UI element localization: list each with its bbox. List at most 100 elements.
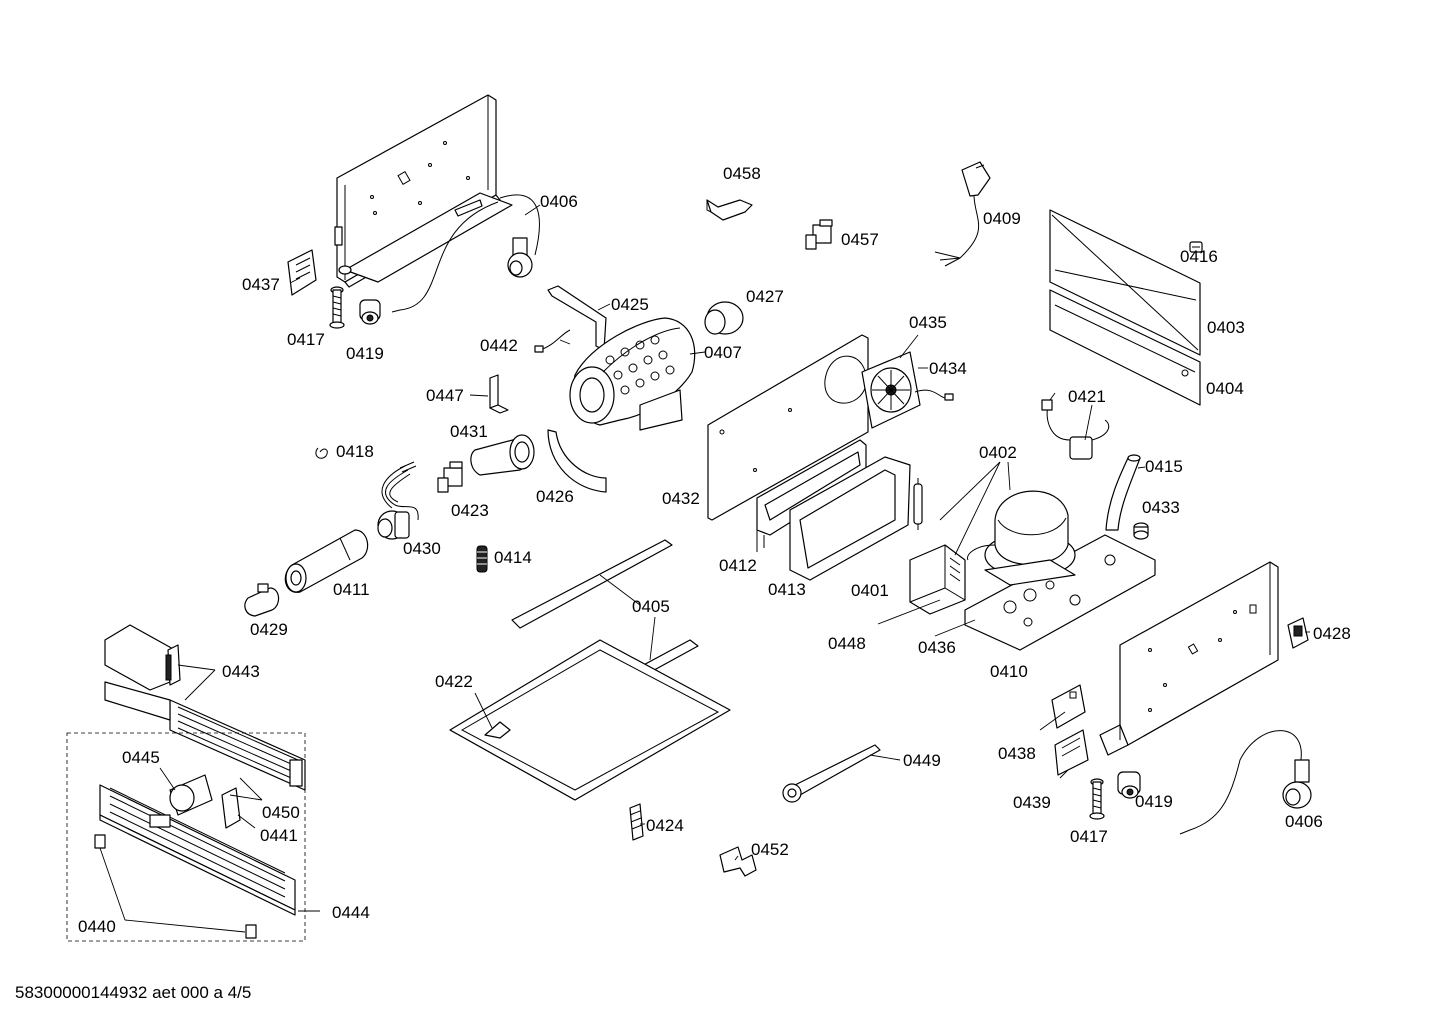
label-0421: 0421 (1068, 387, 1106, 406)
part-0449 (782, 744, 881, 803)
label-0443: 0443 (222, 662, 260, 681)
cable-0406-top (391, 194, 540, 313)
part-0419-top (359, 299, 381, 325)
part-0428 (1287, 617, 1309, 649)
subassembly-outline (66, 732, 306, 942)
label-0441: 0441 (260, 826, 298, 845)
label-0410: 0410 (990, 662, 1028, 681)
label-0412: 0412 (719, 556, 757, 575)
label-0403: 0403 (1207, 318, 1245, 337)
label-0433: 0433 (1142, 498, 1180, 517)
label-0427: 0427 (746, 287, 784, 306)
label-0447: 0447 (426, 386, 464, 405)
label-0411: 0411 (333, 580, 370, 599)
part-0418 (315, 447, 328, 459)
label-0436: 0436 (918, 638, 956, 657)
cable-0406-bottom (1179, 730, 1312, 835)
part-0437 (287, 249, 317, 296)
label-0438: 0438 (998, 744, 1036, 763)
part-0433 (1133, 522, 1149, 540)
label-0425: 0425 (611, 295, 649, 314)
label-0445: 0445 (122, 748, 160, 767)
leader-lines (99, 204, 1310, 933)
part-0407 (569, 317, 696, 431)
bracket-panel-top-left (334, 94, 513, 288)
label-0430: 0430 (403, 539, 441, 558)
label-0439: 0439 (1013, 793, 1051, 812)
label-0405: 0405 (632, 597, 670, 616)
label-0409: 0409 (983, 209, 1021, 228)
label-0401: 0401 (851, 581, 889, 600)
wire-harness (381, 461, 419, 521)
label-0422: 0422 (435, 672, 473, 691)
label-0452: 0452 (751, 840, 789, 859)
part-0434 (914, 389, 954, 401)
part-0439 (1054, 729, 1089, 776)
part-0458 (706, 199, 753, 221)
label-0415: 0415 (1145, 457, 1183, 476)
label-0419-top: 0419 (346, 344, 384, 363)
label-0440: 0440 (78, 917, 116, 936)
part-0411 (284, 529, 369, 593)
part-0452 (719, 846, 757, 877)
part-0424 (629, 803, 644, 841)
part-0403 (1049, 209, 1201, 356)
label-0458: 0458 (723, 164, 761, 183)
part-labels: 0458 0406 0457 0409 0416 0437 0427 0425 … (78, 164, 1351, 936)
label-0418: 0418 (336, 442, 374, 461)
part-0429 (244, 583, 280, 617)
label-0442: 0442 (480, 336, 518, 355)
part-0457 (805, 219, 833, 250)
part-0438 (1051, 684, 1086, 729)
part-0431 (470, 434, 535, 476)
part-0417-bottom (1089, 778, 1105, 820)
part-0448 (909, 544, 966, 615)
part-0417-top (329, 286, 345, 329)
part-0415 (1105, 454, 1141, 531)
label-0429: 0429 (250, 620, 288, 639)
label-0431: 0431 (450, 422, 488, 441)
label-0413: 0413 (768, 580, 806, 599)
part-0442 (534, 329, 571, 353)
part-0409 (934, 161, 991, 267)
label-0449: 0449 (903, 751, 941, 770)
label-0457: 0457 (841, 230, 879, 249)
label-0406-top: 0406 (540, 192, 578, 211)
part-0423 (437, 461, 463, 493)
part-0427 (704, 301, 744, 335)
part-0402 (966, 490, 1076, 586)
part-0416 (1189, 241, 1203, 253)
part-0410 (964, 534, 1156, 651)
label-0428: 0428 (1313, 624, 1351, 643)
label-0434: 0434 (929, 359, 967, 378)
label-0417-top: 0417 (287, 330, 325, 349)
label-0432: 0432 (662, 489, 700, 508)
label-0423: 0423 (451, 501, 489, 520)
label-0406-bottom: 0406 (1285, 812, 1323, 831)
label-0437: 0437 (242, 275, 280, 294)
bracket-panel-right (1099, 561, 1279, 756)
part-0426 (547, 429, 607, 493)
part-0412 (756, 439, 867, 552)
label-0407: 0407 (704, 343, 742, 362)
part-0430 (377, 510, 410, 540)
part-0435 (861, 351, 921, 429)
label-0404: 0404 (1206, 379, 1244, 398)
part-0447 (489, 374, 509, 414)
part-0450 (104, 681, 306, 791)
part-0441 (221, 787, 241, 829)
part-0444 (99, 784, 296, 916)
part-0445 (169, 774, 213, 816)
part-0421 (1041, 399, 1110, 460)
label-0419-bottom: 0419 (1135, 792, 1173, 811)
label-0426: 0426 (536, 487, 574, 506)
label-0435: 0435 (909, 313, 947, 332)
part-0404 (1049, 289, 1201, 406)
label-0414: 0414 (494, 548, 532, 567)
part-0413 (789, 456, 911, 581)
label-0416: 0416 (1180, 247, 1218, 266)
label-0417-bottom: 0417 (1070, 827, 1108, 846)
part-0419-bottom (1117, 771, 1141, 799)
part-0401 (913, 478, 923, 530)
